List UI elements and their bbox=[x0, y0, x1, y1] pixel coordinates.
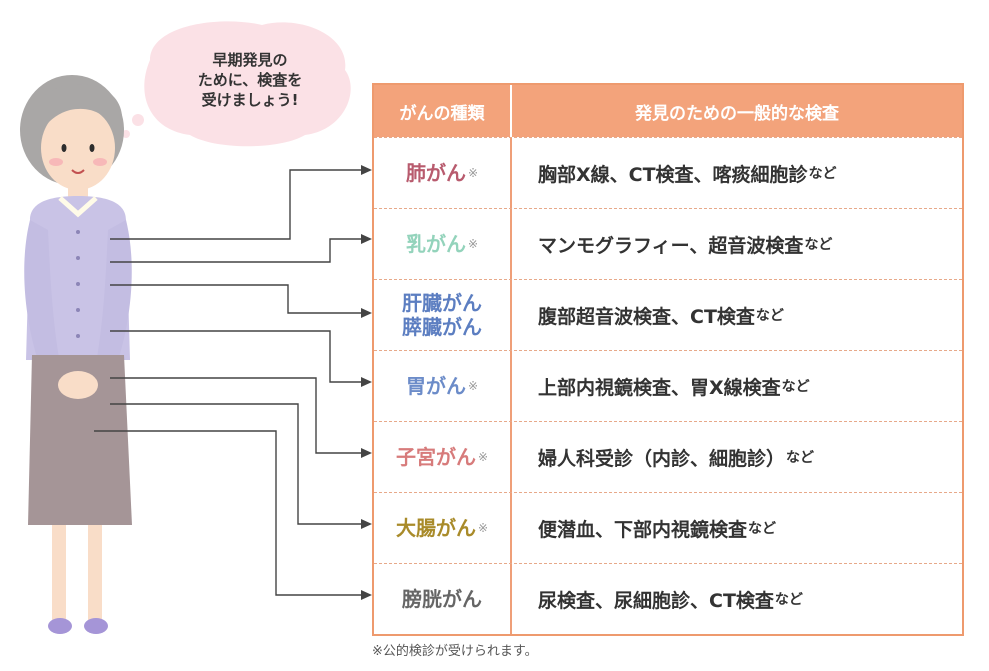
exam-text: 便潜血、下部内視鏡検査 bbox=[538, 518, 748, 541]
bubble-tail-dot bbox=[132, 114, 144, 126]
arrowhead-icon bbox=[361, 590, 372, 600]
table-row: 膀胱がん 尿検査、尿細胞診、CT検査など bbox=[374, 563, 962, 634]
public-screening-mark: ※ bbox=[477, 450, 489, 464]
table-row: 子宮がん※ 婦人科受診（内診、細胞診）など bbox=[374, 421, 962, 492]
woman-figure bbox=[20, 75, 132, 634]
exam-suffix: など bbox=[755, 308, 784, 324]
table-row: 肺がん※ 胸部X線、CT検査、喀痰細胞診など bbox=[374, 137, 962, 208]
cancer-type-cell: 肺がん※ bbox=[374, 138, 512, 208]
exam-text: マンモグラフィー、超音波検査 bbox=[538, 234, 804, 257]
cancer-type-label: 胃がん bbox=[405, 374, 466, 398]
cancer-type-cell: 乳がん※ bbox=[374, 209, 512, 279]
exam-suffix: など bbox=[748, 521, 777, 537]
header-cancer-type: がんの種類 bbox=[374, 85, 512, 137]
speech-bubble-text: 早期発見の ために、検査を 受けましょう! bbox=[150, 50, 350, 110]
cancer-type-label: 乳がん bbox=[405, 232, 466, 256]
exam-cell: 便潜血、下部内視鏡検査など bbox=[512, 493, 962, 563]
cancer-type-cell: 子宮がん※ bbox=[374, 422, 512, 492]
connector-bladder bbox=[94, 430, 362, 596]
arrowhead-icon bbox=[361, 377, 372, 387]
public-screening-mark: ※ bbox=[467, 237, 479, 251]
exam-text: 胸部X線、CT検査、喀痰細胞診 bbox=[538, 163, 808, 186]
cancer-exam-table: がんの種類 発見のための一般的な検査 肺がん※ 胸部X線、CT検査、喀痰細胞診な… bbox=[372, 83, 964, 636]
public-screening-mark: ※ bbox=[467, 166, 479, 180]
exam-text: 尿検査、尿細胞診、CT検査 bbox=[538, 589, 774, 612]
connector-breast bbox=[110, 238, 362, 263]
exam-cell: 尿検査、尿細胞診、CT検査など bbox=[512, 564, 962, 634]
speech-bubble bbox=[144, 21, 351, 147]
connector-lines bbox=[94, 169, 362, 596]
exam-suffix: など bbox=[786, 450, 815, 466]
arrowhead-icon bbox=[361, 519, 372, 529]
bubble-line: ために、検査を bbox=[197, 71, 303, 89]
connector-arrowheads bbox=[361, 165, 372, 600]
cancer-type-label: 肝臓がん bbox=[402, 291, 482, 315]
cancer-type-label: 膀胱がん bbox=[402, 587, 482, 611]
table-row: 胃がん※ 上部内視鏡検査、胃X線検査など bbox=[374, 350, 962, 421]
cancer-type-cell: 大腸がん※ bbox=[374, 493, 512, 563]
connector-colon bbox=[110, 403, 362, 525]
connector-stomach bbox=[110, 330, 362, 383]
cancer-type-cell: 肝臓がん 膵臓がん bbox=[374, 280, 512, 350]
bubble-line: 早期発見の bbox=[212, 51, 288, 69]
arrowhead-icon bbox=[361, 165, 372, 175]
exam-cell: 腹部超音波検査、CT検査など bbox=[512, 280, 962, 350]
footnote: ※公的検診が受けられます。 bbox=[372, 644, 538, 659]
arrowhead-icon bbox=[361, 234, 372, 244]
public-screening-mark: ※ bbox=[467, 379, 479, 393]
exam-cell: マンモグラフィー、超音波検査など bbox=[512, 209, 962, 279]
table-row: 肝臓がん 膵臓がん 腹部超音波検査、CT検査など bbox=[374, 279, 962, 350]
table-header: がんの種類 発見のための一般的な検査 bbox=[374, 85, 962, 137]
cancer-type-label: 肺がん bbox=[405, 161, 466, 185]
arrowhead-icon bbox=[361, 448, 372, 458]
header-exam: 発見のための一般的な検査 bbox=[635, 103, 839, 124]
connector-uterus bbox=[110, 377, 362, 454]
cancer-type-cell: 胃がん※ bbox=[374, 351, 512, 421]
cancer-type-label: 大腸がん bbox=[395, 516, 476, 540]
connector-liver bbox=[110, 284, 362, 314]
exam-suffix: など bbox=[808, 166, 837, 182]
connector-lung bbox=[110, 169, 362, 240]
cancer-type-label: 子宮がん bbox=[395, 445, 476, 469]
exam-text: 婦人科受診（内診、細胞診） bbox=[538, 447, 786, 470]
table-row: 乳がん※ マンモグラフィー、超音波検査など bbox=[374, 208, 962, 279]
exam-text: 腹部超音波検査、CT検査 bbox=[538, 305, 755, 328]
exam-cell: 婦人科受診（内診、細胞診）など bbox=[512, 422, 962, 492]
exam-cell: 上部内視鏡検査、胃X線検査など bbox=[512, 351, 962, 421]
arrowhead-icon bbox=[361, 308, 372, 318]
cancer-type-label: 膵臓がん bbox=[402, 315, 482, 339]
exam-suffix: など bbox=[781, 379, 810, 395]
exam-cell: 胸部X線、CT検査、喀痰細胞診など bbox=[512, 138, 962, 208]
cancer-type-cell: 膀胱がん bbox=[374, 564, 512, 634]
exam-suffix: など bbox=[774, 592, 803, 608]
table-row: 大腸がん※ 便潜血、下部内視鏡検査など bbox=[374, 492, 962, 563]
bubble-tail-dot bbox=[122, 130, 130, 138]
public-screening-mark: ※ bbox=[477, 521, 489, 535]
bubble-line: 受けましょう! bbox=[201, 91, 299, 109]
exam-text: 上部内視鏡検査、胃X線検査 bbox=[538, 376, 781, 399]
exam-suffix: など bbox=[804, 237, 833, 253]
